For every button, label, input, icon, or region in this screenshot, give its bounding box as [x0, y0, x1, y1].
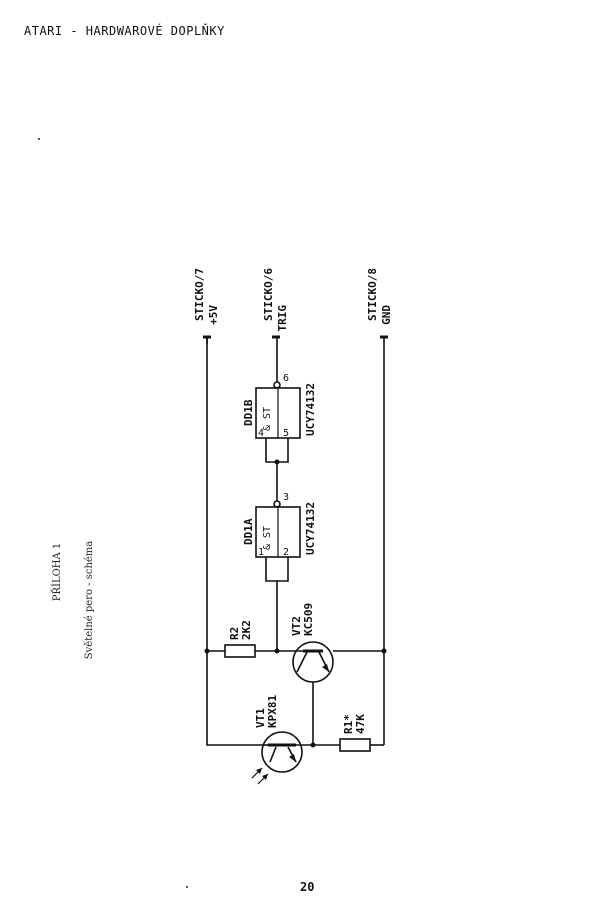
vt1-collector	[269, 746, 277, 763]
page-header: ATARI - HARDWAROVÉ DOPLŇKY	[24, 24, 225, 38]
dd1b-input-tie	[265, 438, 289, 463]
vt1-phototransistor	[261, 731, 303, 773]
r1-ref: R1*	[342, 714, 355, 734]
vt2-emitter-arrow	[322, 664, 329, 672]
r1-resistor	[339, 738, 371, 752]
trig-terminal-label: TRIG	[276, 305, 289, 332]
dd1a-input-tie	[265, 557, 289, 582]
vcc-rail	[206, 337, 262, 746]
dd1b-pin-4: 4	[258, 428, 264, 439]
dd1a-logic: & ST	[262, 526, 273, 550]
light-arrow-head	[256, 768, 262, 774]
dd1a-pin-1: 1	[258, 547, 264, 558]
vt2-transistor	[292, 641, 334, 683]
dd1a-output-bubble	[273, 500, 281, 508]
vcc-terminal-label: +5V	[207, 305, 220, 325]
dd1b-pin-6: 6	[283, 373, 289, 384]
dd1b-output-bubble	[273, 381, 281, 389]
figure-caption-label: PŘÍLOHA 1	[51, 543, 63, 602]
dd1a-pin-2: 2	[283, 547, 289, 558]
gnd-terminal-label: GND	[380, 305, 393, 325]
r2-value: 2K2	[240, 620, 253, 640]
light-arrow-head	[262, 774, 268, 780]
r2-ref: R2	[228, 627, 241, 640]
dd1b-pin-5: 5	[283, 428, 289, 439]
trig-terminal-name: STICKO/6	[262, 268, 275, 321]
vt2-ref: VT2	[290, 616, 303, 636]
r1-value: 47K	[354, 714, 367, 734]
dd1a-ref: DD1A	[242, 518, 255, 545]
figure-caption-text: Světelné pero - schéma	[84, 541, 95, 660]
dd1a-pin-3: 3	[283, 492, 289, 503]
gnd-terminal-name: STICKO/8	[366, 268, 379, 321]
r2-resistor	[224, 644, 256, 658]
vt1-type: KPX81	[266, 695, 279, 728]
speck	[186, 886, 188, 888]
vt2-collector	[296, 651, 308, 673]
vt1-ref: VT1	[254, 708, 267, 728]
junction-dot	[274, 648, 280, 654]
dd1b-logic: & ST	[262, 407, 273, 431]
vcc-terminal-name: STICKO/7	[193, 268, 206, 321]
dd1a-type: UCY74132	[304, 502, 317, 555]
dd1b-ref: DD1B	[242, 399, 255, 426]
speck	[38, 138, 40, 140]
vt2-type: KC509	[302, 603, 315, 636]
dd1b-type: UCY74132	[304, 383, 317, 436]
vt1-emitter-arrow	[289, 754, 296, 762]
page-number: 20	[300, 880, 315, 894]
